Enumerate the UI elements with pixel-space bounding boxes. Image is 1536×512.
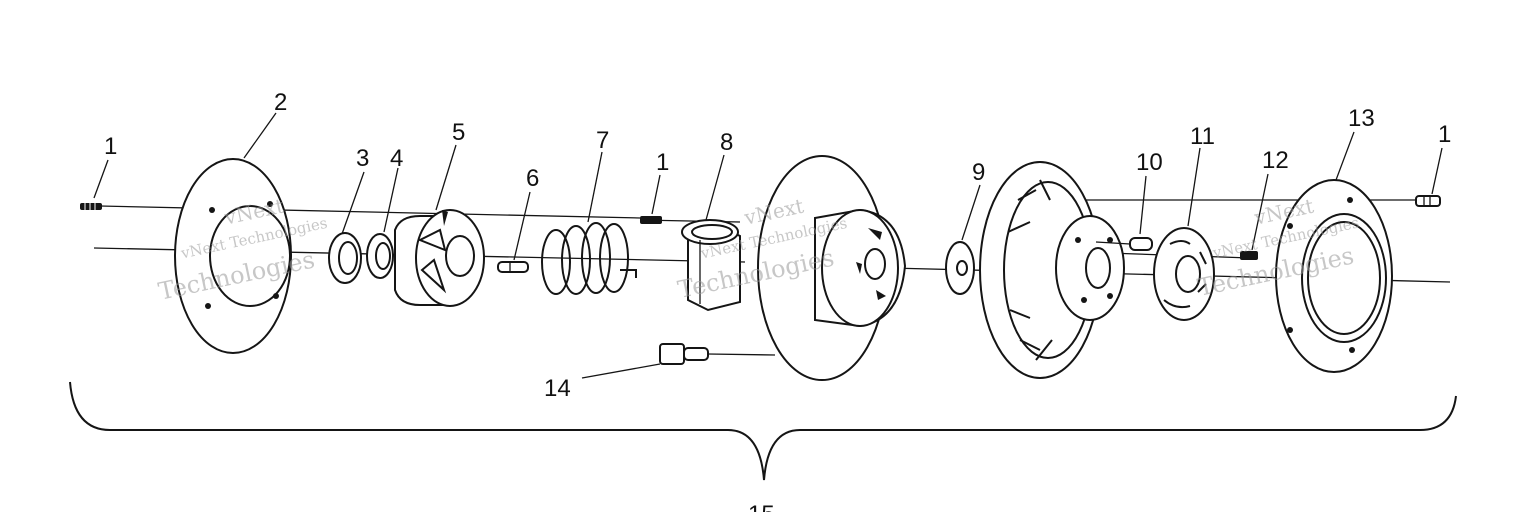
sheave-stationary	[757, 155, 907, 381]
callout-13: 13	[1348, 105, 1375, 132]
callout-7: 7	[596, 127, 609, 154]
ring-3	[328, 232, 362, 284]
callout-15: 15	[748, 501, 775, 512]
callout-14: 14	[544, 375, 571, 402]
set-screw-12	[1240, 251, 1258, 260]
cover-plate-right	[1275, 179, 1393, 373]
callout-4: 4	[390, 145, 403, 172]
screw-middle	[640, 216, 662, 224]
callout-2: 2	[274, 89, 287, 116]
callout-5: 5	[452, 119, 465, 146]
sheave-movable	[979, 161, 1125, 379]
screw-right	[1415, 195, 1441, 207]
callout-1-right: 1	[1438, 121, 1451, 148]
assembly-bracket	[69, 381, 1457, 481]
callout-12: 12	[1262, 147, 1289, 174]
bushing-8	[681, 219, 741, 312]
callout-labels: 1 2 3 4 5 6 7 1 8 9 10 11 12 13 1 14 15	[104, 89, 1451, 512]
spring-7	[541, 222, 637, 295]
callout-6: 6	[526, 165, 539, 192]
callout-3: 3	[356, 145, 369, 172]
callout-1-middle: 1	[656, 149, 669, 176]
callout-11: 11	[1190, 123, 1215, 150]
washer-9	[945, 241, 975, 295]
pin-6	[497, 261, 529, 273]
callout-1-left: 1	[104, 133, 117, 160]
spider-plate-11	[1153, 227, 1215, 321]
bolt-14	[659, 343, 776, 365]
callout-9: 9	[972, 159, 985, 186]
washer-4	[366, 233, 394, 279]
screw-left	[80, 203, 102, 210]
callout-8: 8	[720, 129, 733, 156]
leader-lines	[93, 112, 1443, 379]
callout-10: 10	[1136, 149, 1163, 176]
cover-plate-left	[174, 158, 292, 354]
roller-10	[1095, 237, 1153, 251]
watermark-left: vNext vNext Technologies Technologies	[156, 194, 329, 306]
cam-5	[394, 209, 485, 307]
